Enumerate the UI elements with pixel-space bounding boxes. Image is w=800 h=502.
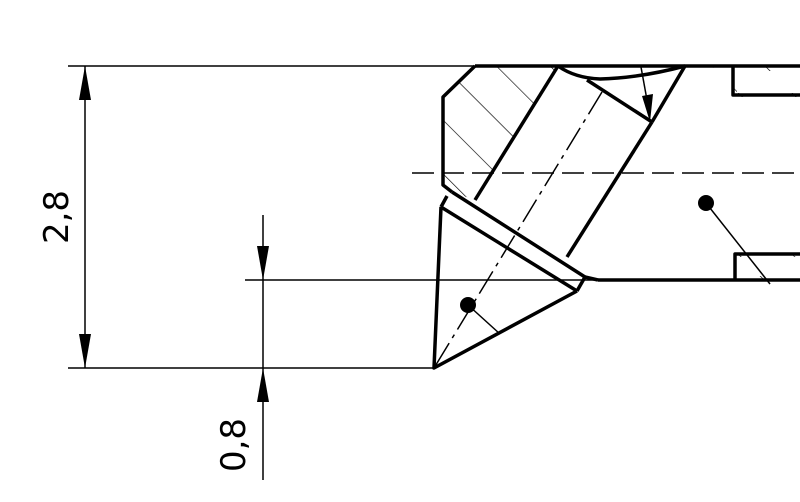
dimension-label-tip: 0,8 xyxy=(214,418,254,472)
dimension-label-overall: 2,8 xyxy=(37,190,77,244)
extension-lines xyxy=(68,65,598,369)
hatched-section xyxy=(443,66,800,280)
reference-points xyxy=(460,195,771,335)
dimension-overall: 2,8 xyxy=(37,66,91,368)
surface-arrow xyxy=(640,66,653,122)
diagonal-centerline xyxy=(433,91,603,369)
dimension-tip: 0,8 xyxy=(214,215,269,480)
